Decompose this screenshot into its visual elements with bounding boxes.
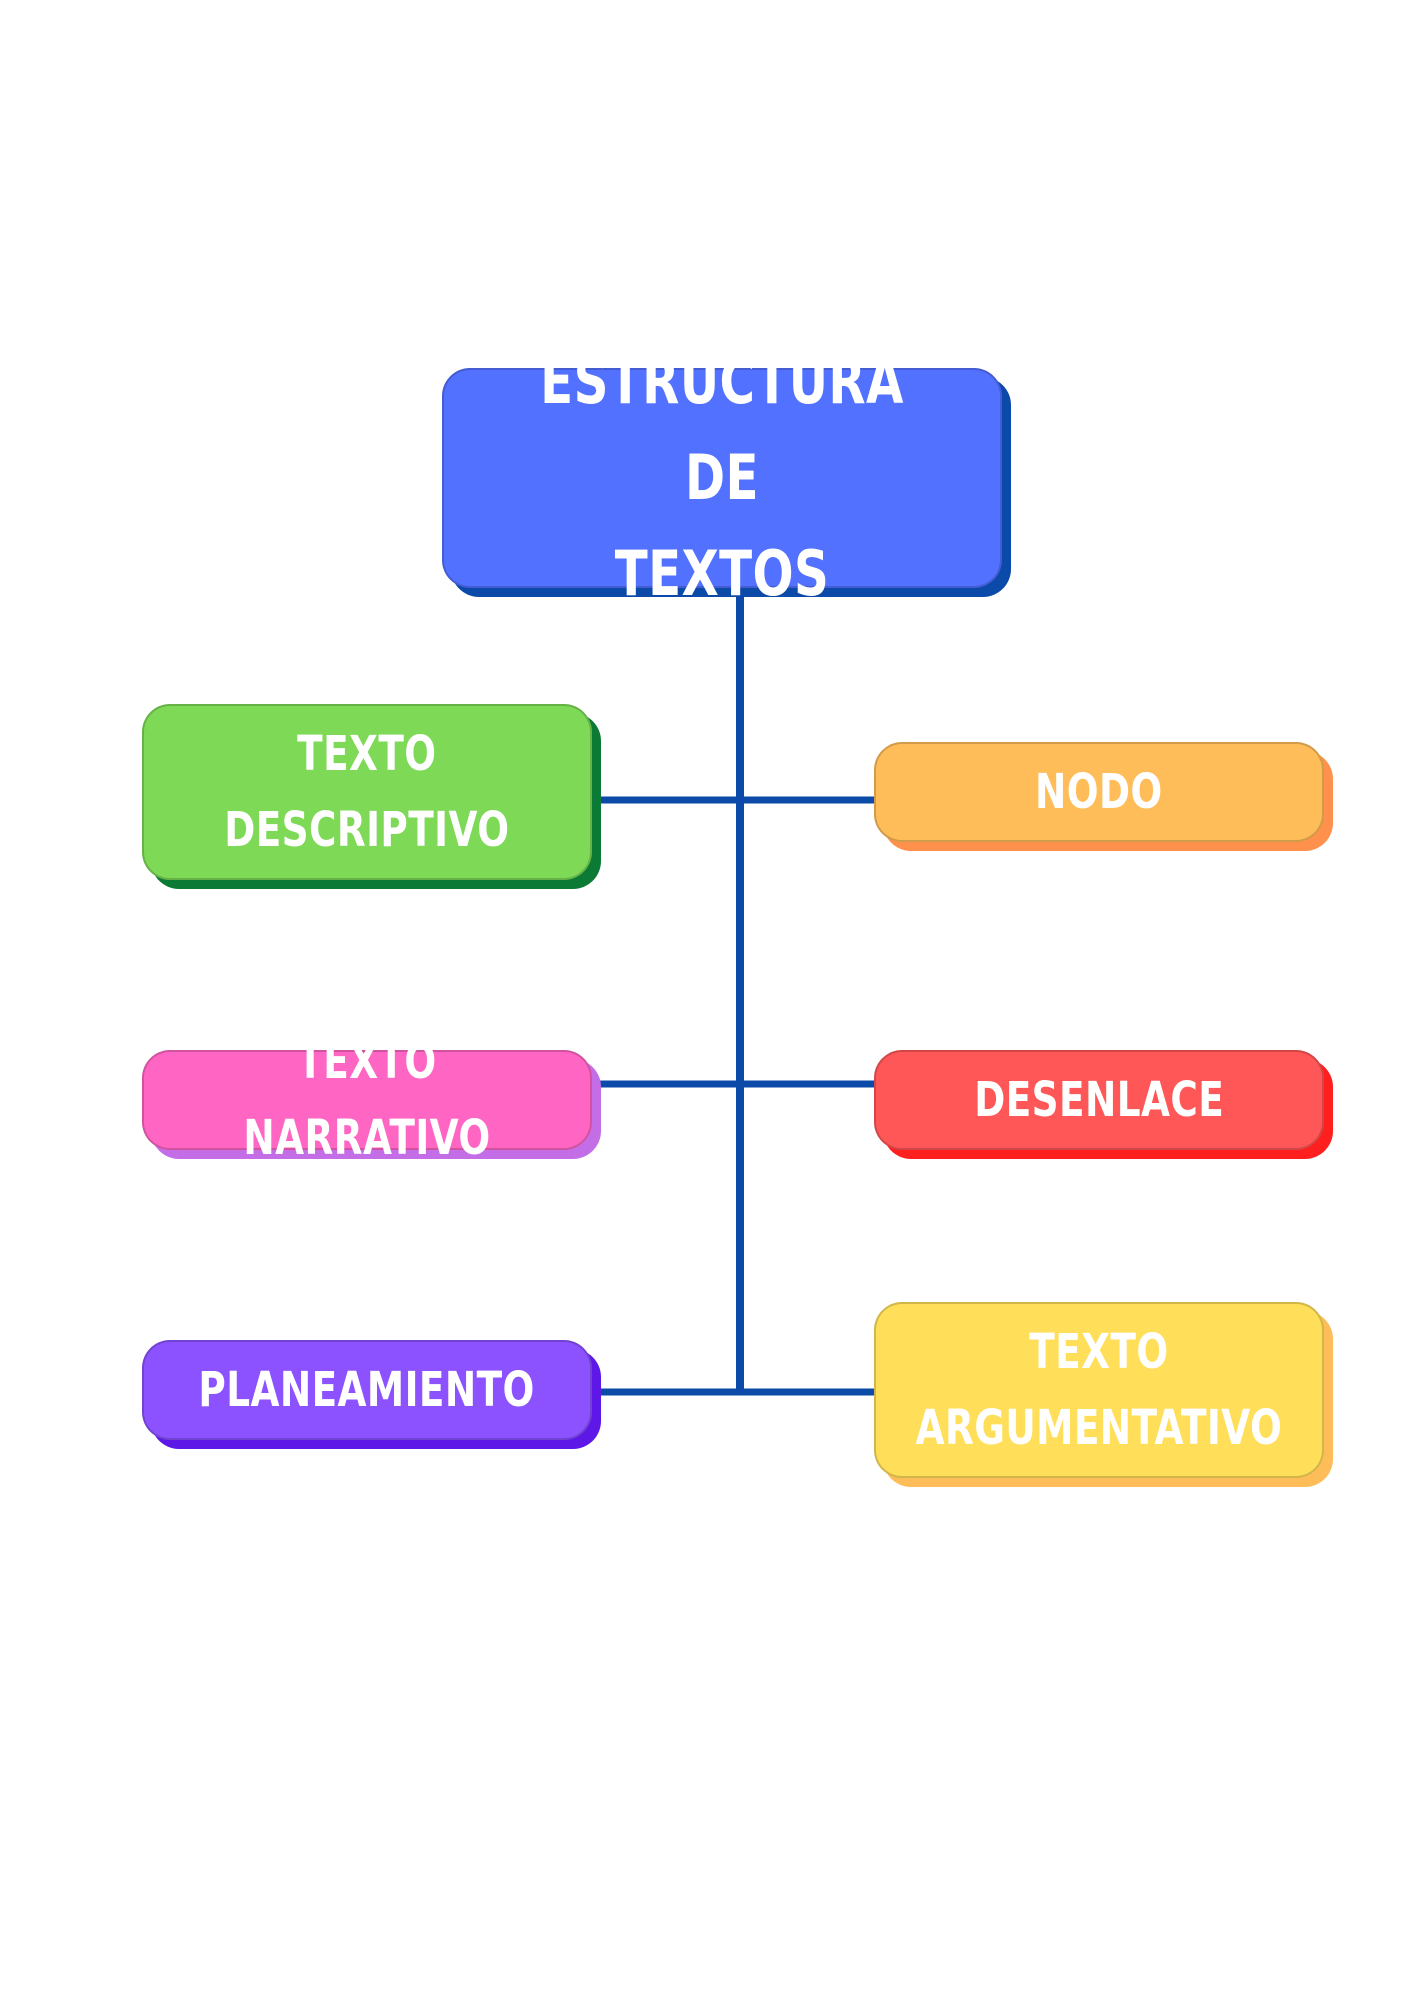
node-box: TEXTO DESCRIPTIVO (142, 704, 592, 880)
node-desenlace: DESENLACE (874, 1050, 1333, 1159)
node-box: TEXTO ARGUMENTATIVO (874, 1302, 1324, 1478)
node-label: TEXTO DESCRIPTIVO (224, 726, 510, 858)
node-planeamiento: PLANEAMIENTO (142, 1340, 601, 1449)
node-label: TEXTO ARGUMENTATIVO (915, 1324, 1283, 1456)
node-label: TEXTO NARRATIVO (243, 1034, 491, 1166)
node-box: PLANEAMIENTO (142, 1340, 592, 1440)
root-node-label: ESTRUCTURA DE TEXTOS (540, 345, 904, 610)
node-nodo: NODO (874, 742, 1333, 851)
node-label: NODO (1035, 764, 1163, 820)
node-label: DESENLACE (974, 1072, 1224, 1128)
root-node: ESTRUCTURA DE TEXTOS (442, 345, 1011, 610)
node-box: DESENLACE (874, 1050, 1324, 1150)
node-texto-descriptivo: TEXTO DESCRIPTIVO (142, 704, 601, 889)
node-label: PLANEAMIENTO (198, 1362, 536, 1418)
node-texto-narrativo: TEXTO NARRATIVO (142, 1034, 601, 1166)
node-box: NODO (874, 742, 1324, 842)
node-box: TEXTO NARRATIVO (142, 1034, 592, 1166)
root-node-box: ESTRUCTURA DE TEXTOS (442, 345, 1002, 610)
node-texto-argumentativo: TEXTO ARGUMENTATIVO (874, 1302, 1333, 1487)
